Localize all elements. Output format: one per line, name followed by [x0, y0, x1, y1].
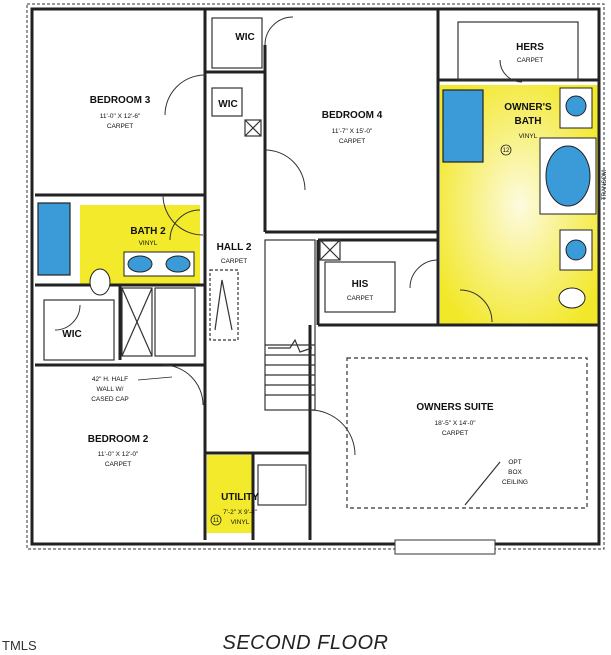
sink-icon: [565, 95, 587, 117]
owners-suite-dims: 18'-5" X 14'-0": [434, 420, 476, 427]
marker-11: 11: [213, 518, 220, 524]
bedroom3-material: CARPET: [107, 123, 133, 130]
bedroom4-material: CARPET: [339, 138, 365, 145]
toilet-icon: [89, 268, 111, 296]
fixtures: [37, 87, 597, 309]
his-material: CARPET: [347, 295, 373, 302]
bath2-name: BATH 2: [130, 226, 166, 237]
wic-top-label: WIC: [235, 32, 254, 43]
wet-areas: [80, 85, 600, 533]
opt-box-note-2: BOX: [508, 469, 522, 476]
half-wall-note-3: CASED CAP: [91, 396, 129, 403]
toilet-icon: [558, 287, 586, 309]
opt-box-note-3: CEILING: [502, 479, 528, 486]
door-swings: [54, 16, 523, 456]
outer-dashed-boundary: [26, 3, 605, 550]
bottom-window: [394, 539, 496, 555]
hers-label: HERS: [516, 42, 544, 53]
sink-icon: [165, 255, 191, 273]
bedroom3-dims: 11'-0" X 12'-6": [100, 113, 141, 120]
bedroom2-name: BEDROOM 2: [88, 434, 149, 445]
hall2-material: CARPET: [221, 258, 247, 265]
hall2-name: HALL 2: [217, 242, 252, 253]
bedroom4-name: BEDROOM 4: [322, 110, 383, 121]
sink-icon: [127, 255, 153, 273]
utility-name: UTILITY: [221, 492, 259, 503]
wic-mid-label: WIC: [218, 99, 237, 110]
owners-suite-name: OWNERS SUITE: [416, 402, 494, 413]
hers-material: CARPET: [517, 57, 543, 64]
utility-floor: [207, 455, 253, 533]
his-name: HIS: [352, 279, 369, 290]
bath2-material: VINYL: [139, 240, 158, 247]
owners-shower: [442, 89, 484, 163]
utility-dims: 7'-2" X 9'-4": [223, 509, 258, 516]
room-labels: BEDROOM 3 11'-0" X 12'-6" CARPET WIC WIC…: [62, 32, 608, 526]
bedroom3-name: BEDROOM 3: [90, 95, 151, 106]
bath2-tub: [37, 202, 71, 276]
marker-12: 12: [503, 148, 510, 154]
bedroom2-material: CARPET: [105, 461, 131, 468]
transom-label: TRANSOM: [602, 170, 608, 200]
half-wall-note-1: 42" H. HALF: [92, 376, 128, 383]
bedroom2-dims: 11'-0" X 12'-0": [98, 451, 139, 458]
floor-caption: SECOND FLOOR: [222, 632, 389, 654]
bathtub-icon: [545, 145, 591, 207]
owners-suite-material: CARPET: [442, 430, 468, 437]
utility-material: VINYL: [231, 519, 250, 526]
exterior-wall: [30, 7, 601, 546]
half-wall-note-2: WALL W/: [97, 386, 124, 393]
watermark: TMLS: [2, 638, 37, 653]
bedroom4-dims: 11'-7" X 15'-0": [332, 128, 373, 135]
wic-left-label: WIC: [62, 329, 81, 340]
inner-lines: [43, 17, 588, 509]
owners-bath-material: VINYL: [519, 133, 538, 140]
owners-bath-name-1: OWNER'S: [504, 102, 552, 113]
opt-box-note-1: OPT: [508, 459, 521, 466]
sink-icon: [565, 239, 587, 261]
owners-bath-name-2: BATH: [514, 116, 541, 127]
